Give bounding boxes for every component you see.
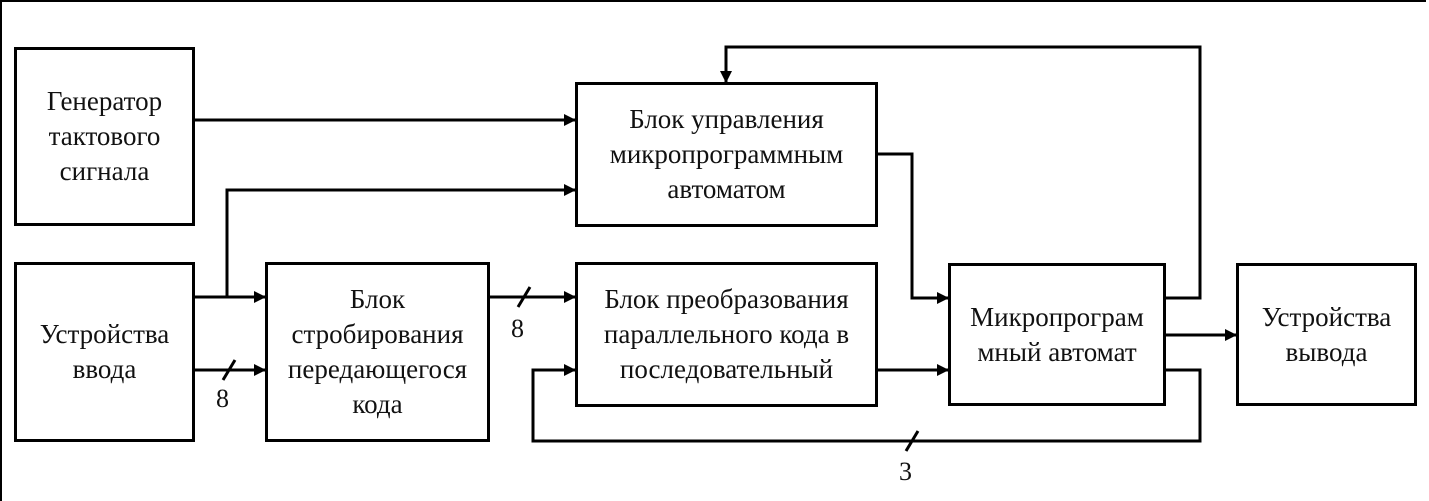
- block-clock-generator-label: Генератор тактового сигнала: [46, 86, 163, 186]
- block-converter: Блок преобразования параллельного кода в…: [575, 262, 878, 407]
- block-control-label: Блок управления микропрограммным автомат…: [609, 104, 844, 204]
- bus-width-label-input: 8: [216, 384, 229, 413]
- block-converter-label: Блок преобразования параллельного кода в…: [603, 284, 850, 384]
- block-strobe-label: Блок стробирования передающегося кода: [287, 284, 468, 419]
- bus-width-label-automaton: 3: [899, 457, 912, 486]
- block-output-devices: Устройства вывода: [1236, 263, 1417, 406]
- block-microprogram-automaton-label: Микропрограм мный автомат: [970, 301, 1144, 367]
- wire-automaton-to-control: [720, 45, 1202, 300]
- wire-automaton-to-converter: [531, 364, 1202, 443]
- bus-slash-input: [221, 359, 237, 381]
- block-clock-generator: Генератор тактового сигнала: [14, 47, 195, 226]
- wire-input-to-control: [225, 184, 576, 297]
- bus-slash-automaton: [904, 430, 920, 452]
- frame-top-border: [0, 0, 1426, 2]
- block-microprogram-automaton: Микропрограм мный автомат: [948, 263, 1166, 406]
- bus-width-label-strobe: 8: [511, 314, 524, 343]
- frame-left-border: [0, 0, 2, 501]
- block-control: Блок управления микропрограммным автомат…: [575, 82, 878, 227]
- block-input-devices-label: Устройства ввода: [39, 319, 170, 384]
- wire-control-to-automaton: [877, 152, 949, 304]
- block-input-devices: Устройства ввода: [14, 262, 195, 442]
- bus-slash-strobe: [516, 286, 532, 308]
- block-strobe: Блок стробирования передающегося кода: [265, 262, 490, 442]
- block-output-devices-label: Устройства вывода: [1261, 301, 1392, 367]
